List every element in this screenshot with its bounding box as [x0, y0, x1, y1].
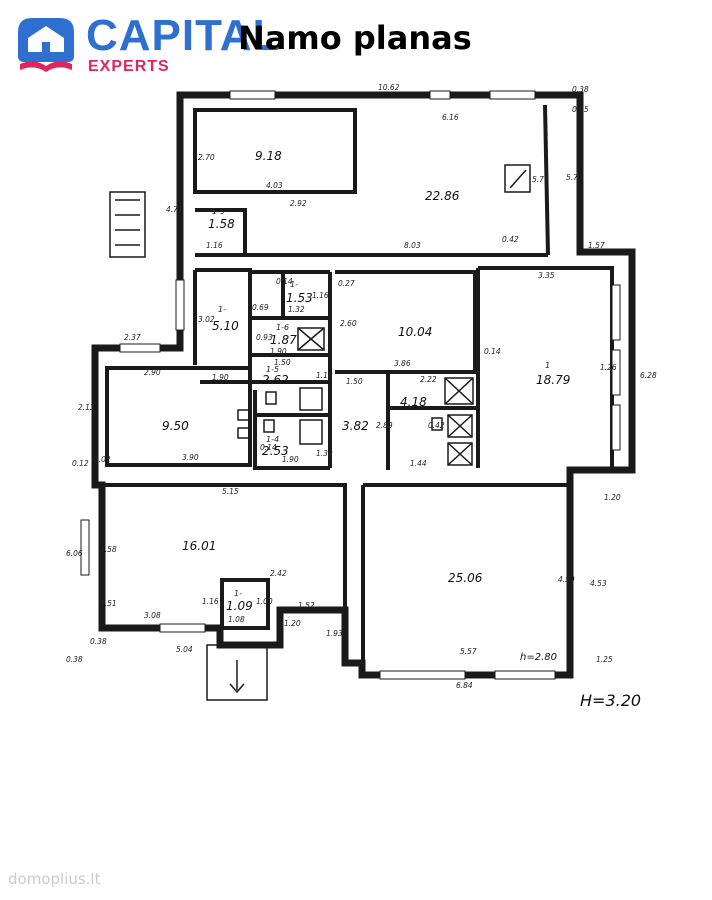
- room-id: 1: [545, 361, 550, 370]
- room-area: 4.18: [400, 395, 427, 409]
- dimension-label: 1.39: [316, 449, 333, 458]
- room-area: 5.10: [212, 319, 239, 333]
- room-area: 16.01: [182, 539, 216, 553]
- room-area: 3.82: [342, 419, 369, 433]
- room-id: 1-9: [212, 207, 225, 216]
- height-note: H=3.20: [580, 691, 641, 710]
- dimension-label: 2.37: [124, 333, 141, 342]
- dimension-label: 0.42: [502, 235, 519, 244]
- dimension-label: 0.12: [72, 459, 89, 468]
- dimension-label: 1.20: [284, 619, 301, 628]
- dimension-label: 1.08: [228, 615, 245, 624]
- dimension-label: 0.38: [66, 655, 83, 664]
- dimension-label: 3.86: [394, 359, 411, 368]
- dimension-label: 3.08: [144, 611, 161, 620]
- dimension-label: 8.03: [404, 241, 421, 250]
- brand-name: CAPITAL: [86, 11, 281, 60]
- dimension-label: 1.50: [346, 377, 363, 386]
- room-id: 1-: [290, 280, 298, 289]
- dimension-label: 6.28: [640, 371, 657, 380]
- dimension-label: 5.57: [460, 647, 477, 656]
- dimension-label: 1.00: [256, 597, 273, 606]
- room-area: 10.04: [398, 325, 432, 339]
- dimension-label: 3.90: [182, 453, 199, 462]
- dimension-label: 3.02: [198, 315, 215, 324]
- dimension-label: 2.42: [270, 569, 287, 578]
- room-area: 2.62: [262, 373, 289, 387]
- dimension-label: 1.25: [596, 655, 613, 664]
- dimension-label: 1.44: [410, 459, 427, 468]
- dimension-label: 10.62: [378, 83, 400, 92]
- room-area: 1.53: [286, 291, 313, 305]
- dimension-label: 0.25: [572, 105, 589, 114]
- dimension-label: 1.16: [206, 241, 223, 250]
- dimension-label: 2.92: [290, 199, 307, 208]
- room-area: 9.18: [255, 149, 282, 163]
- brand-subtitle: EXPERTS: [88, 58, 170, 75]
- dimension-label: 1.26: [600, 363, 617, 372]
- sub-height-note: h=2.80: [520, 652, 557, 663]
- dimension-label: 0.51: [100, 599, 117, 608]
- dimension-label: 1.90: [270, 347, 287, 356]
- room-area: 2.53: [262, 444, 289, 458]
- dimension-label: 3.58: [100, 545, 117, 554]
- dimension-label: 2.60: [340, 319, 357, 328]
- dimension-label: 2.89: [376, 421, 393, 430]
- page-title: Namo planas: [238, 19, 472, 57]
- dimension-label: 5.70: [566, 173, 583, 182]
- dimension-label: 0.14: [276, 277, 293, 286]
- room-id: 1-6: [276, 323, 289, 332]
- room-area: 1.87: [270, 333, 297, 347]
- dimension-label: 1.52: [298, 601, 315, 610]
- dimension-label: 4.50: [558, 575, 575, 584]
- dimension-label: 0.14: [484, 347, 501, 356]
- dimension-label: 0.93: [256, 333, 273, 342]
- room-id: 1-4: [266, 435, 279, 444]
- dimension-label: 5.15: [222, 487, 239, 496]
- room-area: 9.50: [162, 419, 189, 433]
- dimension-label: 6.06: [66, 549, 83, 558]
- dimension-label: 1.16: [312, 291, 329, 300]
- dimension-label: 2.13: [78, 403, 95, 412]
- dimension-label: 0.14: [260, 443, 277, 452]
- dimension-label: 1.90: [282, 455, 299, 464]
- dimension-label: 2.22: [420, 375, 437, 384]
- dimension-label: 0.38: [90, 637, 107, 646]
- watermark: domoplius.lt: [8, 870, 101, 888]
- room-area: 22.86: [425, 189, 460, 203]
- room-id: 1-: [234, 589, 242, 598]
- room-area: 1.09: [226, 599, 253, 613]
- dimension-label: 1.57: [588, 241, 605, 250]
- house-book-logo-icon: [18, 18, 74, 72]
- dimension-label: 6.16: [442, 113, 459, 122]
- dimension-label: 4.53: [590, 579, 607, 588]
- dimension-label: 3.35: [538, 271, 555, 280]
- dimension-label: 1.18: [316, 371, 333, 380]
- room-id: 1-5: [266, 365, 279, 374]
- header: CAPITAL EXPERTS Namo planas: [0, 0, 712, 80]
- dimension-label: 5.77: [532, 175, 549, 184]
- dimension-label: 1.93: [326, 629, 343, 638]
- dimension-label: 1.16: [202, 597, 219, 606]
- room-area: 1.58: [208, 217, 235, 231]
- dimension-label: 1.32: [288, 305, 305, 314]
- dimension-label: 1.90: [212, 373, 229, 382]
- dimension-label: 1.20: [604, 493, 621, 502]
- dimension-label: 1.50: [274, 358, 291, 367]
- dimension-label: 0.38: [572, 85, 589, 94]
- room-id: 1-: [218, 305, 226, 314]
- dimension-label: 2.90: [144, 368, 161, 377]
- dimension-label: 6.84: [456, 681, 473, 690]
- dimension-label: 1.02: [94, 455, 111, 464]
- room-area: 18.79: [536, 373, 570, 387]
- dimension-label: 4.03: [266, 181, 283, 190]
- dimension-label: 4.77: [166, 205, 183, 214]
- room-area: 25.06: [448, 571, 483, 585]
- dimension-label: 5.04: [176, 645, 193, 654]
- dimension-label: 2.70: [198, 153, 215, 162]
- dimension-label: 0.27: [338, 279, 355, 288]
- dimension-label: 0.42: [428, 421, 445, 430]
- dimension-label: 0.69: [252, 303, 269, 312]
